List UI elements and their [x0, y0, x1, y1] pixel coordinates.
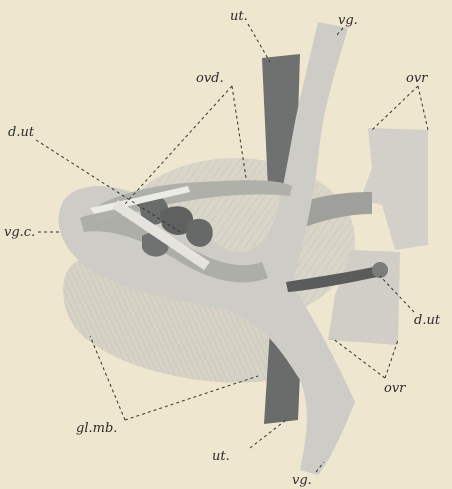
label-vg-c: vg.c. [4, 225, 35, 240]
uterine-duct-right-end [372, 262, 388, 278]
label-vg-top: vg. [338, 13, 358, 28]
label-d-ut-right: d.ut [414, 313, 441, 328]
label-gl-mb: gl.mb. [76, 421, 117, 436]
label-ut-bottom: ut. [212, 449, 230, 464]
label-ovd: ovd. [196, 71, 224, 86]
label-vg-bottom: vg. [292, 473, 312, 488]
label-ut-top: ut. [230, 9, 248, 24]
label-d-ut-left: d.ut [8, 125, 35, 140]
label-ovr-top: ovr [406, 71, 428, 86]
label-ovr-bottom: ovr [384, 381, 406, 396]
